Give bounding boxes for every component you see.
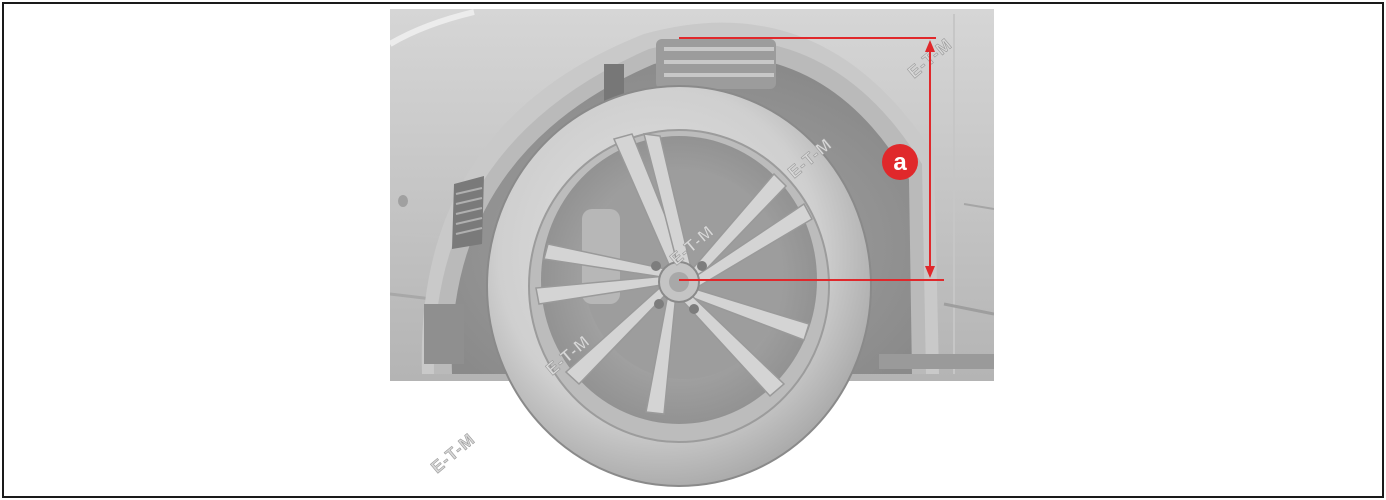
callout-a-badge	[882, 144, 918, 180]
suspension-spring	[604, 39, 776, 104]
wheel-spokes	[535, 133, 813, 415]
wheel-arch-illustration: E-T-M E-T-M E-T-M E-T-M E-T-M a	[390, 9, 994, 487]
wheel-rim	[535, 133, 817, 424]
dimension-a: a	[679, 37, 944, 281]
fender-vent	[452, 176, 484, 249]
callout-a-label: a	[893, 149, 907, 176]
arrowhead-down-icon	[925, 266, 935, 278]
arrowhead-up-icon	[925, 40, 935, 52]
watermark: E-T-M	[427, 430, 478, 478]
